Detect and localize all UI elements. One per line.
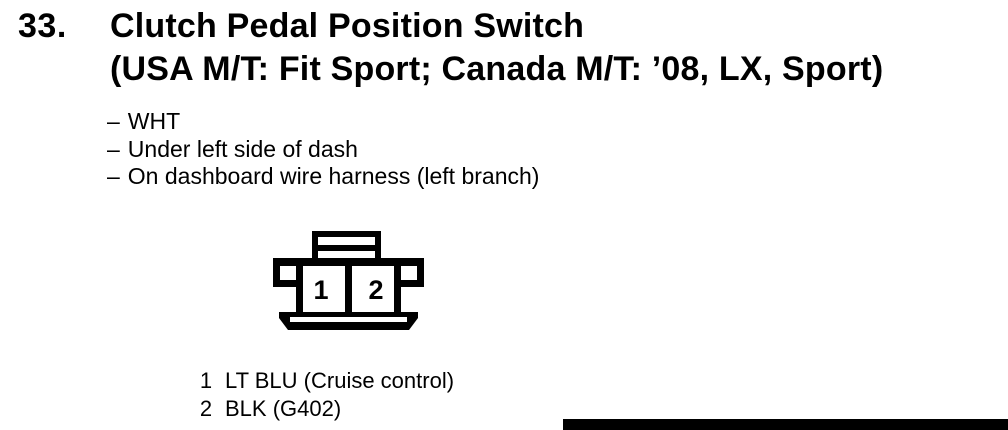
- pin-1-number: 1: [313, 275, 328, 305]
- page-title-line2: (USA M/T: Fit Sport; Canada M/T: ’08, LX…: [110, 50, 884, 88]
- pin-legend-row: 2 BLK (G402): [198, 395, 454, 423]
- detail-text: Under left side of dash: [127, 135, 358, 162]
- pin-number: 2: [199, 396, 213, 421]
- pin-label: LT BLU (Cruise control): [225, 368, 455, 393]
- pin-2-number: 2: [368, 275, 383, 305]
- pin-legend-row: 1 LT BLU (Cruise control): [198, 367, 454, 395]
- page-edge-scan-artifact: [563, 419, 1008, 430]
- detail-location: – Under left side of dash: [107, 136, 539, 164]
- bullet-dash: –: [107, 163, 120, 189]
- connector-diagram-icon: 1 2: [273, 231, 424, 330]
- detail-wire-color: – WHT: [107, 108, 539, 136]
- detail-text: On dashboard wire harness (left branch): [127, 163, 540, 189]
- item-number: 33.: [18, 7, 67, 45]
- detail-text: WHT: [127, 108, 181, 134]
- bullet-dash: –: [107, 135, 120, 162]
- detail-list: – WHT – Under left side of dash – On das…: [107, 108, 539, 191]
- bullet-dash: –: [107, 108, 120, 134]
- page-title-line1: Clutch Pedal Position Switch: [110, 7, 585, 45]
- pin-legend: 1 LT BLU (Cruise control) 2 BLK (G402): [198, 367, 454, 423]
- detail-harness: – On dashboard wire harness (left branch…: [107, 163, 539, 191]
- pin-number: 1: [199, 368, 213, 393]
- pin-label: BLK (G402): [225, 396, 342, 421]
